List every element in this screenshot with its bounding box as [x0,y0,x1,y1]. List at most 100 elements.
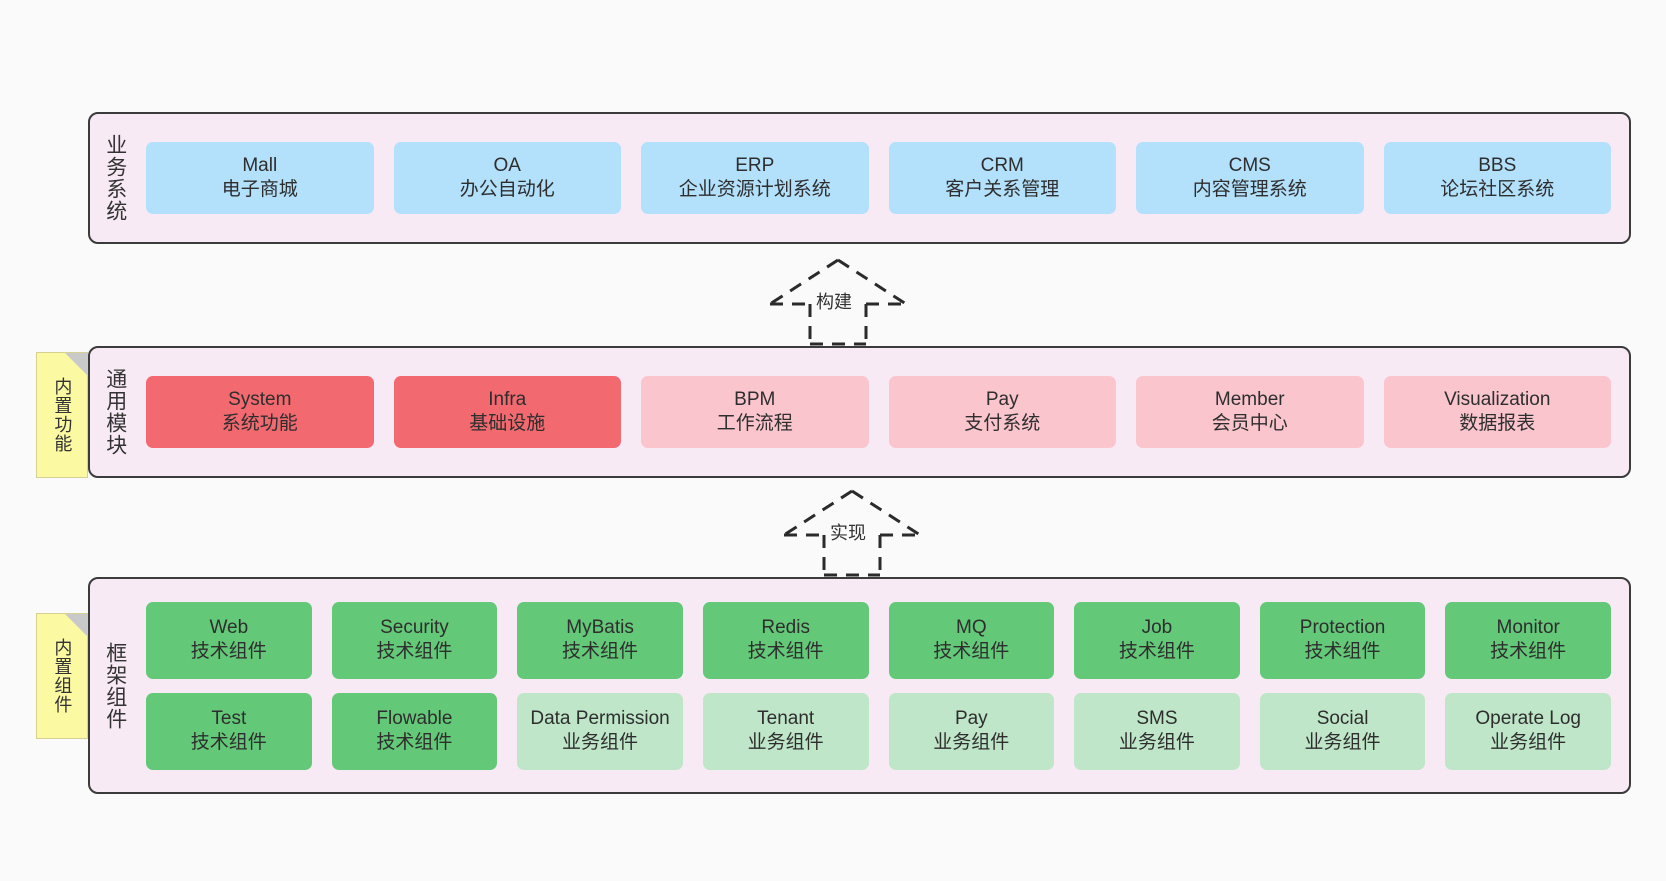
node-web[interactable]: Web 技术组件 [146,601,312,679]
node-title: Redis [761,617,810,639]
node-bpm[interactable]: BPM 工作流程 [641,376,869,448]
node-flowable[interactable]: Flowable 技术组件 [331,692,498,770]
layer-label-framework-component: 框架组件 [103,641,127,730]
node-title: Infra [488,389,527,411]
connector-build-arrow [769,258,907,346]
node-title: ERP [735,155,775,177]
note-builtin-function: 内置功能 [36,352,88,478]
node-title: Operate Log [1475,708,1581,730]
node-member[interactable]: Member 会员中心 [1136,376,1364,448]
node-job[interactable]: Job 技术组件 [1074,601,1240,679]
node-pay-component[interactable]: Pay 业务组件 [888,692,1055,770]
node-title: BPM [734,389,776,411]
node-subtitle: 技术组件 [562,641,639,662]
node-title: Data Permission [530,708,670,730]
layer-body-business-system: Mall 电子商城 OA 办公自动化 ERP 企业资源计划系统 CRM 客户关系… [140,114,1629,242]
node-subtitle: 论坛社区系统 [1440,179,1555,200]
node-title: Protection [1299,617,1386,639]
node-subtitle: 电子商城 [221,179,298,200]
layer-label-common-module: 通用模块 [103,368,127,456]
node-title: BBS [1478,155,1517,177]
node-infra[interactable]: Infra 基础设施 [393,376,621,448]
node-operate-log[interactable]: Operate Log 业务组件 [1445,692,1611,770]
node-tenant[interactable]: Tenant 业务组件 [702,692,869,770]
node-title: Pay [985,389,1019,411]
node-protection[interactable]: Protection 技术组件 [1259,601,1426,679]
node-sms[interactable]: SMS 业务组件 [1074,692,1240,770]
node-title: Social [1316,708,1369,730]
connector-build-label: 构建 [816,292,852,312]
node-title: Web [209,617,249,639]
node-subtitle: 技术组件 [1304,641,1381,662]
node-title: Flowable [376,708,453,730]
node-title: CMS [1228,155,1271,177]
node-visualization[interactable]: Visualization 数据报表 [1383,376,1611,448]
node-subtitle: 技术组件 [376,732,453,753]
layer-body-common-module: System 系统功能 Infra 基础设施 BPM 工作流程 Pay 支付系统… [140,348,1629,476]
node-pay-module[interactable]: Pay 支付系统 [888,376,1116,448]
node-title: Test [211,708,247,730]
node-monitor[interactable]: Monitor 技术组件 [1445,601,1611,679]
node-subtitle: 业务组件 [933,732,1010,753]
node-subtitle: 系统功能 [221,413,298,434]
node-subtitle: 基础设施 [469,413,546,434]
node-subtitle: 办公自动化 [459,179,555,200]
node-row-framework-tech: Web 技术组件 Security 技术组件 MyBatis 技术组件 Redi… [146,601,1611,679]
layer-business-system: 业务系统 Mall 电子商城 OA 办公自动化 ERP 企业资源计划系统 CRM… [88,112,1631,244]
node-title: MQ [956,617,987,639]
node-subtitle: 内容管理系统 [1192,179,1307,200]
node-title: Security [380,617,449,639]
node-erp[interactable]: ERP 企业资源计划系统 [641,142,869,214]
node-mq[interactable]: MQ 技术组件 [888,601,1055,679]
node-title: System [228,389,292,411]
node-crm[interactable]: CRM 客户关系管理 [888,142,1116,214]
node-subtitle: 技术组件 [376,641,453,662]
node-title: Job [1141,617,1173,639]
node-cms[interactable]: CMS 内容管理系统 [1136,142,1364,214]
node-social[interactable]: Social 业务组件 [1259,692,1426,770]
node-title: Visualization [1444,389,1551,411]
layer-body-framework-component: Web 技术组件 Security 技术组件 MyBatis 技术组件 Redi… [140,579,1629,792]
node-title: Member [1214,389,1285,411]
node-subtitle: 业务组件 [562,732,639,753]
node-oa[interactable]: OA 办公自动化 [393,142,621,214]
node-bbs[interactable]: BBS 论坛社区系统 [1383,142,1611,214]
node-title: Pay [954,708,988,730]
node-system[interactable]: System 系统功能 [146,376,374,448]
node-mybatis[interactable]: MyBatis 技术组件 [517,601,683,679]
note-fold-corner-icon [65,353,87,375]
note-builtin-function-label: 内置功能 [52,377,73,453]
note-fold-corner-icon [65,614,87,636]
node-subtitle: 数据报表 [1459,413,1536,434]
node-title: SMS [1136,708,1178,730]
node-subtitle: 企业资源计划系统 [678,179,831,200]
node-security[interactable]: Security 技术组件 [331,601,498,679]
node-title: CRM [980,155,1024,177]
node-subtitle: 技术组件 [1118,641,1195,662]
node-row-framework-business: Test 技术组件 Flowable 技术组件 Data Permission … [146,692,1611,770]
layer-framework-component: 框架组件 Web 技术组件 Security 技术组件 MyBatis 技术组件… [88,577,1631,794]
node-subtitle: 业务组件 [1490,732,1567,753]
node-subtitle: 业务组件 [1304,732,1381,753]
layer-label-business-system: 业务系统 [103,134,127,222]
node-redis[interactable]: Redis 技术组件 [702,601,869,679]
node-subtitle: 技术组件 [190,641,267,662]
node-data-permission[interactable]: Data Permission 业务组件 [517,692,683,770]
node-subtitle: 业务组件 [747,732,824,753]
node-subtitle: 技术组件 [190,732,267,753]
node-test[interactable]: Test 技术组件 [146,692,312,770]
node-subtitle: 会员中心 [1211,413,1288,434]
node-title: OA [493,155,521,177]
node-row-common: System 系统功能 Infra 基础设施 BPM 工作流程 Pay 支付系统… [146,376,1611,448]
connector-build: 构建 [758,256,918,346]
node-subtitle: 业务组件 [1118,732,1195,753]
connector-implement: 实现 [772,487,932,577]
node-subtitle: 技术组件 [933,641,1010,662]
node-subtitle: 支付系统 [964,413,1041,434]
node-title: Tenant [757,708,815,730]
note-builtin-component-label: 内置组件 [52,638,73,714]
node-mall[interactable]: Mall 电子商城 [146,142,374,214]
connector-implement-label: 实现 [830,523,866,543]
connector-implement-arrow [783,489,921,577]
